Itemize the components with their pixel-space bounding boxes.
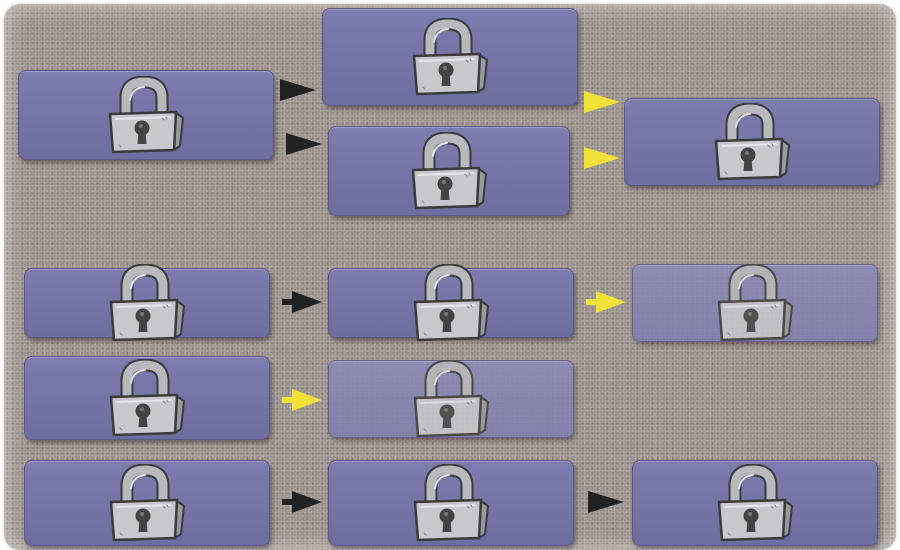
lock-tile[interactable] — [24, 356, 270, 440]
arrow-right-icon — [278, 76, 318, 104]
padlock-icon — [405, 264, 497, 342]
lock-tile[interactable] — [18, 70, 274, 160]
lock-tile[interactable] — [328, 360, 574, 438]
padlock-icon — [405, 464, 497, 542]
padlock-icon — [101, 359, 193, 437]
padlock-icon — [404, 18, 496, 96]
padlock-icon — [101, 264, 193, 342]
lock-tile[interactable] — [632, 264, 878, 342]
padlock-icon — [709, 464, 801, 542]
arrow-right-icon — [280, 386, 324, 414]
arrow-right-icon — [584, 488, 628, 516]
padlock-icon — [706, 103, 798, 181]
lock-tile[interactable] — [624, 98, 880, 186]
padlock-icon — [405, 360, 497, 438]
arrow-right-icon — [280, 288, 324, 316]
padlock-icon — [100, 76, 192, 154]
arrow-right-icon — [582, 88, 622, 116]
lock-tile[interactable] — [24, 460, 270, 546]
arrow-right-icon — [582, 144, 622, 172]
arrow-right-icon — [284, 130, 324, 158]
lock-tile[interactable] — [632, 460, 878, 546]
padlock-icon — [403, 132, 495, 210]
lock-tile[interactable] — [24, 268, 270, 338]
lock-tile[interactable] — [328, 268, 574, 338]
arrow-right-icon — [280, 488, 324, 516]
lock-tile[interactable] — [328, 460, 574, 546]
lock-tile[interactable] — [322, 8, 578, 106]
game-board — [4, 4, 896, 550]
arrow-right-icon — [584, 288, 628, 316]
padlock-icon — [101, 464, 193, 542]
lock-tile[interactable] — [328, 126, 570, 216]
padlock-icon — [709, 264, 801, 342]
